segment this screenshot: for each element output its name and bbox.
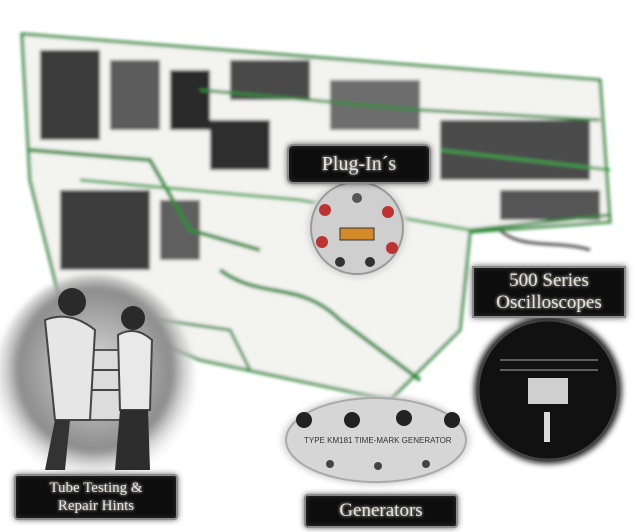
scopes-label-line2: Oscilloscopes [496, 292, 602, 313]
generators-button[interactable]: Generators [304, 494, 458, 528]
scopes-label-line1: 500 Series [509, 270, 589, 291]
plugins-button[interactable]: Plug-In´s [287, 144, 431, 184]
tube-testing-button[interactable]: Tube Testing & Repair Hints [14, 474, 178, 520]
plugins-label: Plug-In´s [321, 152, 397, 175]
tubes-label-line1: Tube Testing & [49, 480, 143, 496]
oscilloscopes-button[interactable]: 500 Series Oscilloscopes [472, 266, 626, 318]
tube-testing-photo[interactable] [0, 280, 190, 470]
plugin-photo[interactable] [311, 182, 403, 274]
generators-label: Generators [339, 500, 423, 521]
generator-panel-text: TYPE KM181 TIME-MARK GENERATOR [304, 436, 452, 445]
oscilloscope-photo[interactable] [478, 320, 618, 460]
tubes-label-line2: Repair Hints [57, 498, 135, 514]
